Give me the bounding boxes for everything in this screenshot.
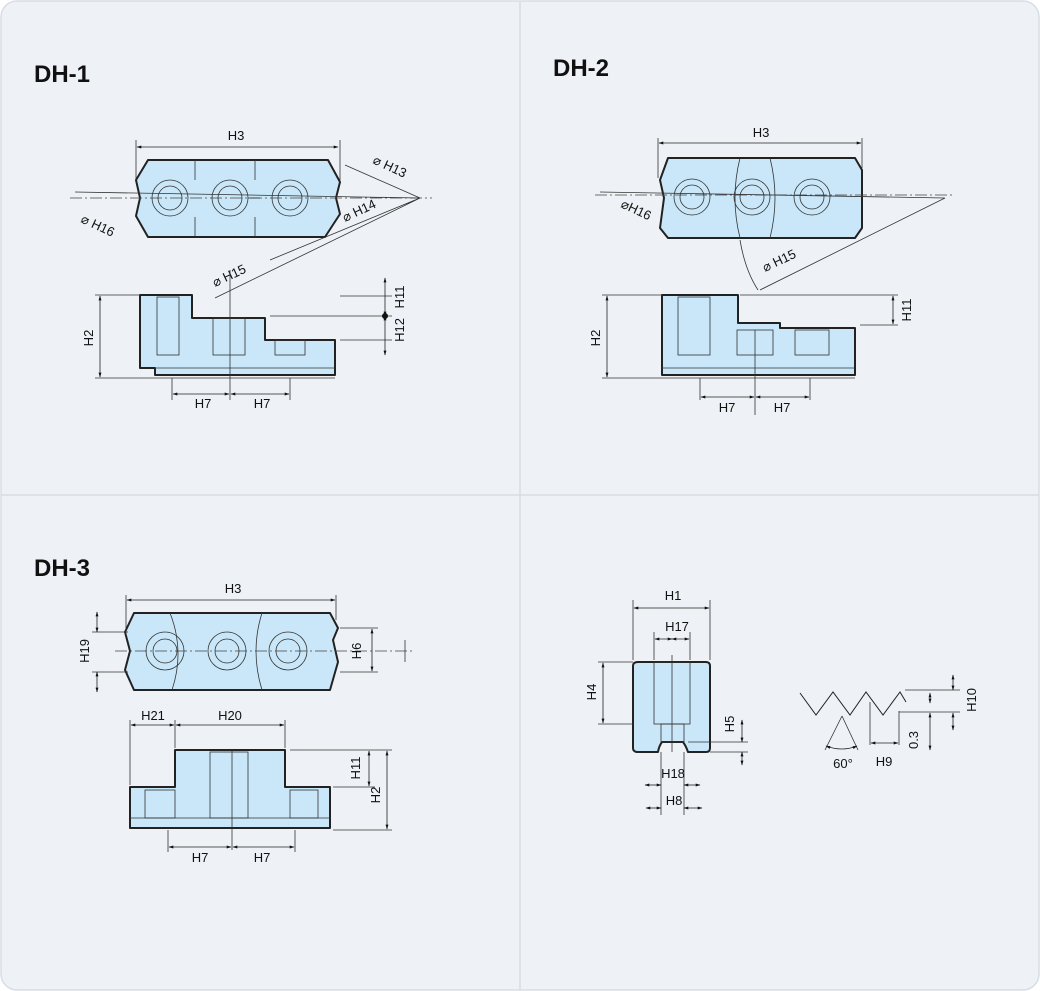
dim-h7-right: H7 <box>254 850 271 865</box>
dim-h17: H17 <box>665 619 689 634</box>
dim-h11: H11 <box>348 757 363 780</box>
dim-h19: H19 <box>77 639 92 663</box>
dim-h10: H10 <box>964 688 979 712</box>
panel-title: DH-3 <box>34 555 90 582</box>
dim-h6: H6 <box>349 643 364 660</box>
dim-h3: H3 <box>228 128 245 143</box>
dim-h8: H8 <box>666 793 683 808</box>
dim-h11: H11 <box>899 299 914 322</box>
panel-title: DH-1 <box>34 61 90 88</box>
dim-h5: H5 <box>722 716 737 733</box>
dh2-top-view <box>659 157 863 239</box>
dh3-top-view <box>124 612 339 691</box>
dim-h2: H2 <box>588 330 603 347</box>
dim-h7-right: H7 <box>774 400 791 415</box>
dim-h2: H2 <box>81 330 96 347</box>
dim-h2: H2 <box>368 787 383 804</box>
dim-h7-left: H7 <box>195 396 212 411</box>
panel-detail: H1 H17 H4 H5 H18 H8 60° H9 0.3 H10 <box>584 588 979 815</box>
dim-h21: H21 <box>141 708 165 723</box>
dim-h18: H18 <box>661 766 685 781</box>
dim-h7-left: H7 <box>719 400 736 415</box>
dim-h9: H9 <box>876 754 893 769</box>
dim-h7-left: H7 <box>192 850 209 865</box>
panel-title: DH-2 <box>553 55 609 82</box>
jaw-cross-section <box>632 661 711 753</box>
dh1-top-view <box>135 159 341 238</box>
panel-dh1: DH-1 H3 ⌀ H13 ⌀ H14 ⌀ H15 ⌀ H16 H2 H11 H… <box>34 61 432 411</box>
dim-depth: 0.3 <box>906 731 921 749</box>
panel-dh3: DH-3 H3 H19 H6 H21 H20 H11 H2 H7 H7 <box>34 555 415 865</box>
dim-h20: H20 <box>218 708 242 723</box>
dim-thread-angle: 60° <box>833 756 853 771</box>
dim-h3: H3 <box>225 581 242 596</box>
dim-h3: H3 <box>753 125 770 140</box>
thread-profile <box>799 691 907 716</box>
dim-h1: H1 <box>665 588 682 603</box>
dim-h12: H12 <box>392 318 407 342</box>
dim-h11: H11 <box>392 286 407 309</box>
dim-h4: H4 <box>584 684 599 701</box>
dh3-side-view <box>129 749 331 829</box>
dim-h7-right: H7 <box>254 396 271 411</box>
